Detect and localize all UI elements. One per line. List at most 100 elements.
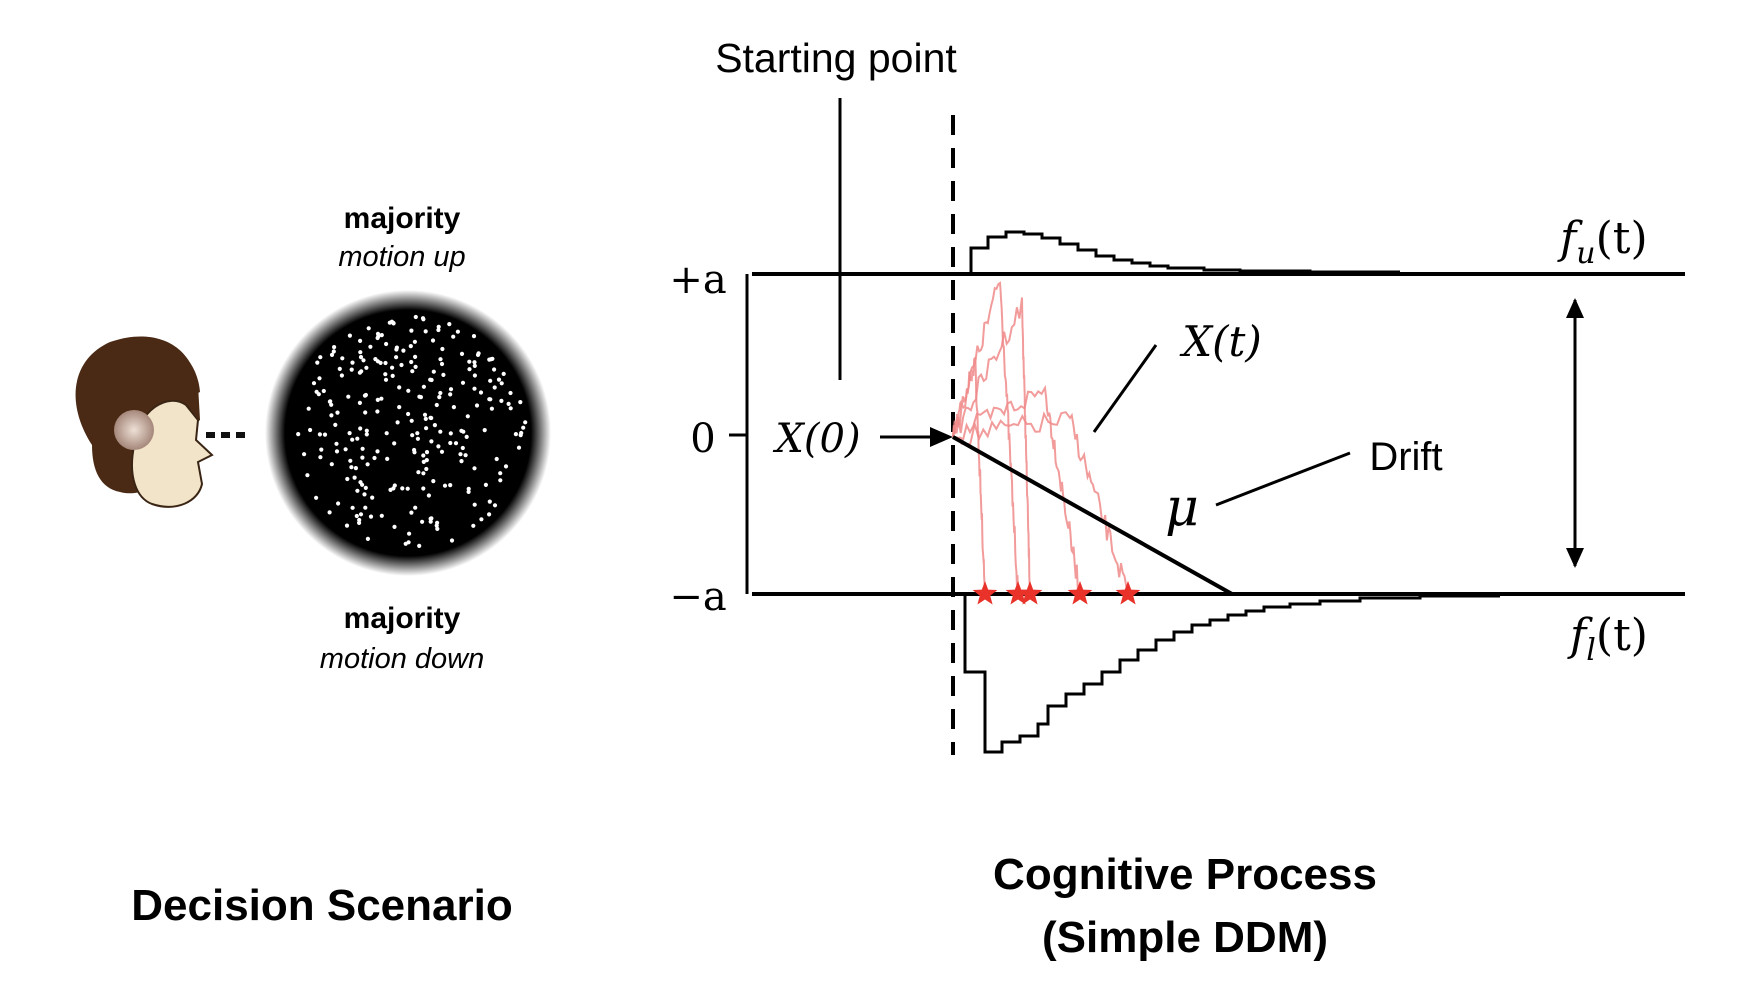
stimulus-dot [412, 339, 417, 344]
stimulus-dot [448, 431, 453, 436]
stimulus-dot [352, 475, 357, 480]
stimulus-dot [405, 486, 410, 491]
stimulus-dot [448, 387, 454, 392]
sample-path [952, 411, 1129, 595]
stimulus-dot [379, 396, 384, 401]
stimulus-dot [438, 357, 443, 362]
stimulus-dot [408, 344, 413, 349]
stimulus-dot [482, 428, 487, 433]
stimulus-dot [430, 338, 436, 343]
stimulus-dot [383, 372, 388, 377]
stimulus-dot [436, 444, 441, 449]
stimulus-dot [363, 505, 368, 510]
stimulus-dot [334, 441, 339, 446]
stimulus-dot [508, 390, 513, 396]
upper-bound-label: +a [669, 257, 726, 303]
stimulus-dot [317, 432, 322, 437]
stimulus-dot [498, 471, 503, 476]
stimulus-dot [390, 365, 395, 370]
stimulus-dot [368, 344, 373, 349]
stimulus-dot [516, 445, 522, 450]
stimulus-dot [472, 360, 477, 365]
stimulus-dot [426, 493, 431, 498]
stimulus-dot [487, 512, 492, 517]
stimulus-dot [343, 447, 348, 452]
stimulus-dot [412, 447, 417, 453]
label-top-italic: motion up [338, 241, 465, 273]
stimulus-dot [379, 333, 384, 338]
stimulus-dot [358, 355, 364, 360]
stimulus-dot [499, 398, 504, 403]
stimulus-dot [362, 492, 367, 497]
stimulus-dot [317, 376, 322, 381]
absorption-stars [972, 581, 1141, 605]
stimulus-dot [476, 351, 481, 356]
stimulus-dot [487, 357, 492, 362]
stimulus-dot [439, 449, 445, 454]
stimulus-dot [336, 501, 341, 506]
stimulus-dot [483, 482, 488, 487]
stimulus-dot [395, 420, 400, 425]
absorption-star-icon [972, 581, 998, 605]
stimulus-dot [442, 483, 448, 488]
stimulus-dot [440, 346, 445, 352]
stimulus-dot [319, 447, 324, 452]
drift-pointer [1215, 451, 1351, 507]
caption-decision-scenario: Decision Scenario [131, 881, 512, 930]
xt-label: X(t) [1179, 317, 1262, 366]
random-dot-stimulus [265, 290, 551, 576]
stimulus-dot [349, 465, 354, 470]
stimulus-dot [340, 356, 345, 361]
caption-simple-ddm: (Simple DDM) [1042, 913, 1328, 962]
stimulus-dot [322, 432, 328, 437]
stimulus-dot [333, 422, 338, 427]
stimulus-dot [435, 526, 440, 532]
stimulus-dot [466, 486, 471, 491]
stimulus-dot [375, 331, 381, 336]
xt-pointer [1092, 344, 1158, 433]
stimulus-dot [410, 433, 415, 438]
stimulus-dot [392, 441, 397, 446]
stimulus-dot [435, 520, 440, 525]
stimulus-dot [420, 316, 426, 321]
stimulus-dot [508, 406, 513, 411]
stimulus-dot [463, 453, 468, 458]
stimulus-dot [488, 378, 493, 383]
stimulus-dot [518, 400, 523, 405]
stimulus-dot [472, 466, 477, 471]
sample-path [952, 356, 986, 595]
stimulus-dot [453, 441, 459, 446]
fu-label: fu(t) [1557, 213, 1648, 271]
stimulus-dot [372, 455, 377, 461]
stimulus-dot [384, 431, 389, 436]
stimulus-dot [518, 433, 523, 438]
stimulus-dot [358, 512, 364, 517]
caption-cognitive-process: Cognitive Process [993, 850, 1377, 899]
stimulus-dot [344, 523, 350, 528]
stimulus-dot [365, 536, 370, 542]
stimulus-dot [314, 389, 319, 394]
stimulus-dot [431, 479, 436, 484]
stimulus-dot [383, 360, 388, 366]
stimulus-dot [384, 341, 389, 347]
stimulus-dot [308, 427, 313, 433]
stimulus-dot [421, 459, 426, 464]
stimulus-dot [472, 363, 477, 368]
arrow-down-icon [1566, 548, 1584, 568]
stimulus-dot [409, 510, 414, 515]
stimulus-dot [390, 373, 395, 378]
stimulus-dot [438, 390, 443, 396]
stimulus-dot [385, 456, 390, 461]
stimulus-dot [346, 394, 351, 399]
absorption-star-icon [1005, 581, 1031, 605]
stimulus-dot [306, 406, 311, 411]
stimulus-dot [492, 385, 497, 390]
stimulus-dot [416, 470, 421, 475]
stimulus-dot [421, 384, 426, 389]
stimulus-dot [428, 415, 433, 420]
stimulus-dot [424, 466, 429, 472]
stimulus-dot [467, 367, 472, 372]
stimulus-dot [409, 328, 414, 333]
stimulus-dot [327, 510, 332, 515]
stimulus-dot [329, 402, 334, 407]
